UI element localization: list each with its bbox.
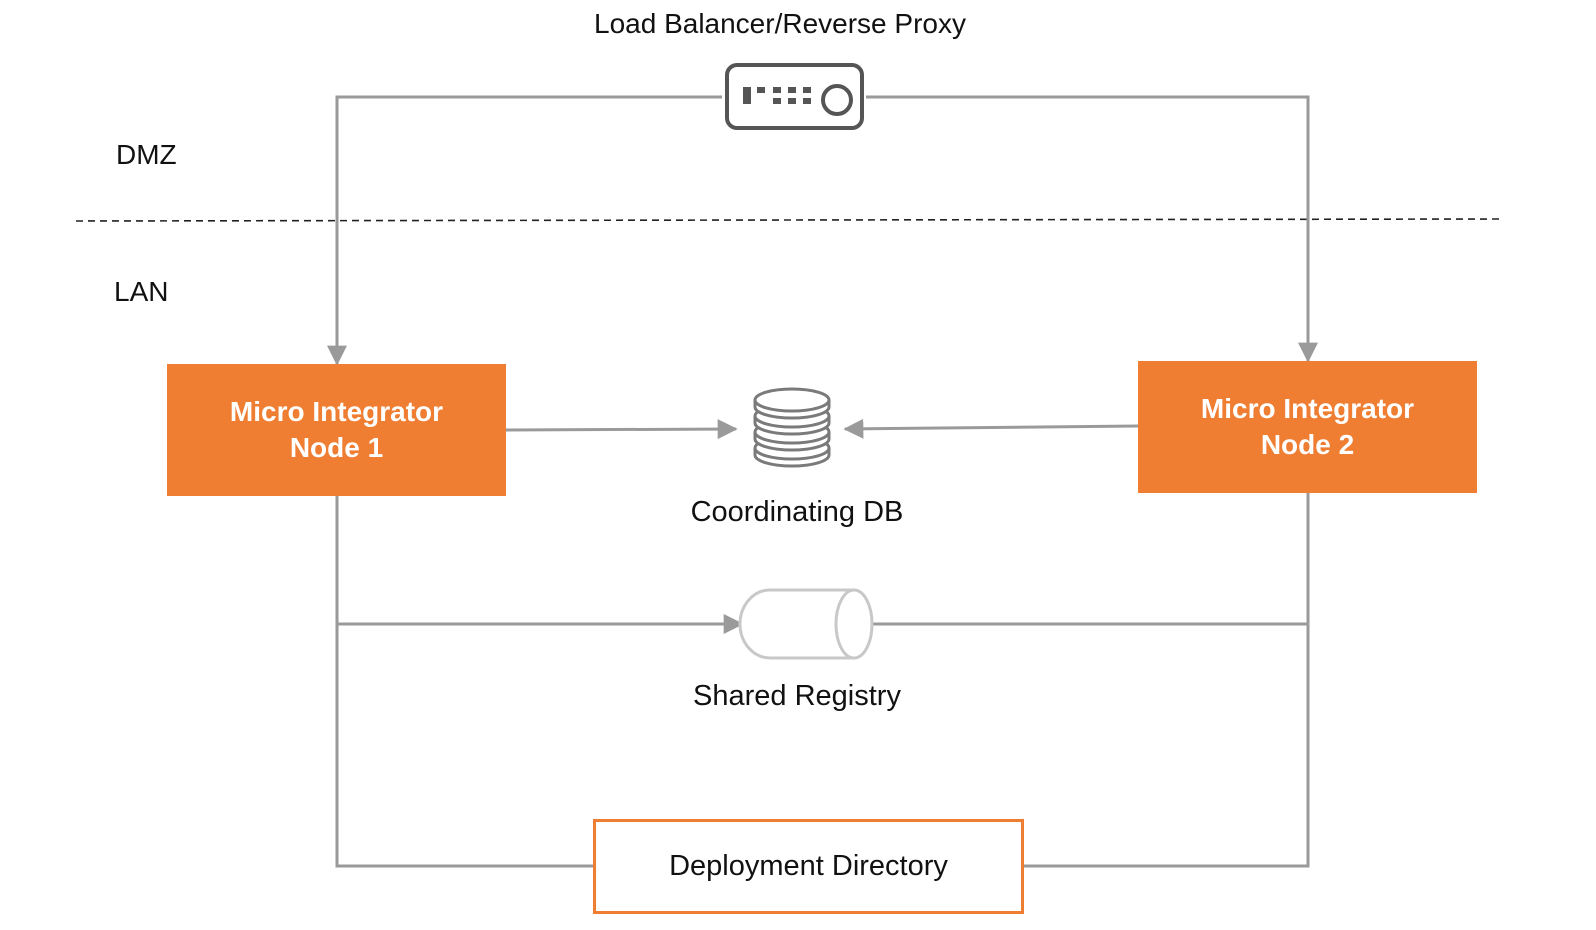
shared-registry-label: Shared Registry <box>693 680 901 712</box>
node1-title-line1: Micro Integrator <box>229 396 444 427</box>
node1-title-line2: Node 1 <box>289 432 384 463</box>
node2-to-db-connector <box>843 418 1139 439</box>
deployment-directory-label: Deployment Directory <box>669 850 948 882</box>
registry-cylinder-icon <box>738 588 874 660</box>
database-icon <box>753 387 831 468</box>
load-balancer-label: Load Balancer/Reverse Proxy <box>594 8 966 39</box>
lb-to-node2-connector <box>866 95 1318 363</box>
coordinating-db-label: Coordinating DB <box>690 496 904 528</box>
node2-title-line1: Micro Integrator <box>1200 393 1415 424</box>
load-balancer-device-icon <box>725 63 864 130</box>
node1-to-db-connector <box>505 419 738 440</box>
node2-title-line2: Node 2 <box>1260 429 1355 460</box>
micro-integrator-node-1[interactable]: Micro Integrator Node 1 <box>167 364 506 496</box>
lb-to-node1-connector <box>327 95 722 366</box>
deployment-directory-box[interactable]: Deployment Directory <box>593 819 1024 914</box>
node1-down-connector <box>335 496 593 868</box>
dmz-label: DMZ <box>116 139 177 170</box>
dmz-lan-divider <box>75 218 1501 222</box>
node2-down-connector <box>1024 493 1310 868</box>
micro-integrator-node-2[interactable]: Micro Integrator Node 2 <box>1138 361 1477 493</box>
lan-label: LAN <box>114 276 169 307</box>
